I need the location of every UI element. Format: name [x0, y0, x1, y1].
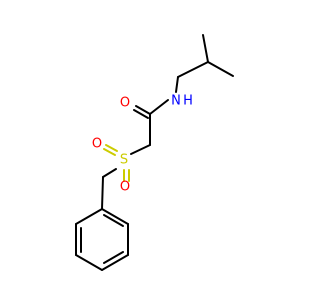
bond-sulfur-benzyl — [102, 168, 117, 178]
bond-methyl-right — [207, 61, 234, 77]
bond-benzyl-ring — [101, 176, 104, 210]
ring-inner-bond-2 — [103, 251, 124, 264]
atom-label-nitrogen: N — [171, 94, 181, 109]
atom-label-sulfur: S — [120, 153, 128, 168]
bond-methyl-top — [202, 34, 209, 63]
bond-ch-ch2 — [177, 61, 209, 78]
ring-inner-bond-1 — [103, 214, 124, 227]
atom-label-hydrogen: H — [183, 94, 193, 109]
bond-ch2-n — [175, 76, 179, 93]
bond-s-o-upper-a — [105, 144, 118, 152]
bond-s-o-upper-b — [103, 148, 116, 156]
bond-n-carbonyl — [149, 99, 169, 115]
bond-alpha-sulfur — [130, 144, 151, 155]
ring-bond-4 — [75, 254, 103, 271]
ring-bond-3 — [101, 254, 129, 271]
ring-bond-1 — [101, 208, 129, 225]
atom-label-oxygen-sulfonyl-upper: O — [92, 137, 102, 152]
atom-label-oxygen-sulfonyl-lower: O — [120, 180, 130, 195]
ring-bond-6 — [75, 208, 103, 225]
bond-carbonyl-oxygen-b — [133, 109, 149, 119]
bond-carbonyl-oxygen-a — [135, 105, 151, 115]
atom-label-oxygen-carbonyl: O — [120, 96, 130, 111]
molecule-structure-diagram: O N H S O O — [75, 34, 234, 271]
